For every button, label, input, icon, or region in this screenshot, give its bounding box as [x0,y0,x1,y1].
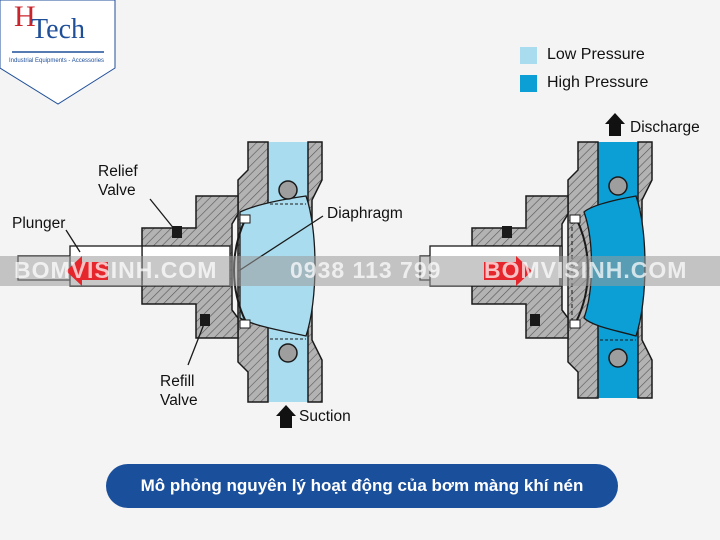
relief-valve-leader [149,198,176,231]
label-suction: Suction [299,408,351,425]
watermark-site-right: BOMVISINH.COM [484,257,688,283]
label-diaphragm: Diaphragm [327,205,403,222]
left-discharge-ball [278,180,298,200]
right-pipe-wall-right [637,141,653,399]
caption-banner: Mô phỏng nguyên lý hoạt động của bơm màn… [106,464,618,508]
logo-letter-h: H [14,0,36,33]
label-relief-valve-line1: Relief [98,163,138,180]
left-stroke-arrow [66,256,108,286]
logo-tagline: Industrial Equipments - Accessories [9,58,105,64]
legend-swatch-low [520,47,537,64]
plunger-leader [65,229,81,253]
label-discharge: Discharge [630,119,700,136]
logo: H Tech Industrial Equipments - Accessori… [0,0,118,105]
legend-swatch-high [520,75,537,92]
left-suction-ball [278,343,298,363]
left-pipe-wall-right [307,141,323,403]
right-stroke-arrow [484,256,532,286]
suction-arrow [276,405,296,428]
watermark-phone: 0938 113 799 [290,257,442,283]
right-pump [419,113,653,399]
logo-word: Tech [31,14,86,45]
right-suction-ball [608,348,628,368]
left-refill-valve [200,314,210,326]
left-relief-valve [172,226,182,238]
discharge-arrow [605,113,625,136]
right-discharge-ball [608,176,628,196]
label-relief-valve-line2: Valve [98,182,136,199]
label-refill-valve-line2: Valve [160,392,198,409]
watermark-site-left: BOMVISINH.COM [14,257,218,283]
legend-label-high: High Pressure [547,74,649,91]
legend-label-low: Low Pressure [547,46,645,63]
label-plunger: Plunger [12,215,66,232]
refill-valve-leader [187,323,205,366]
label-refill-valve-line1: Refill [160,373,195,390]
watermark-band [0,256,720,286]
